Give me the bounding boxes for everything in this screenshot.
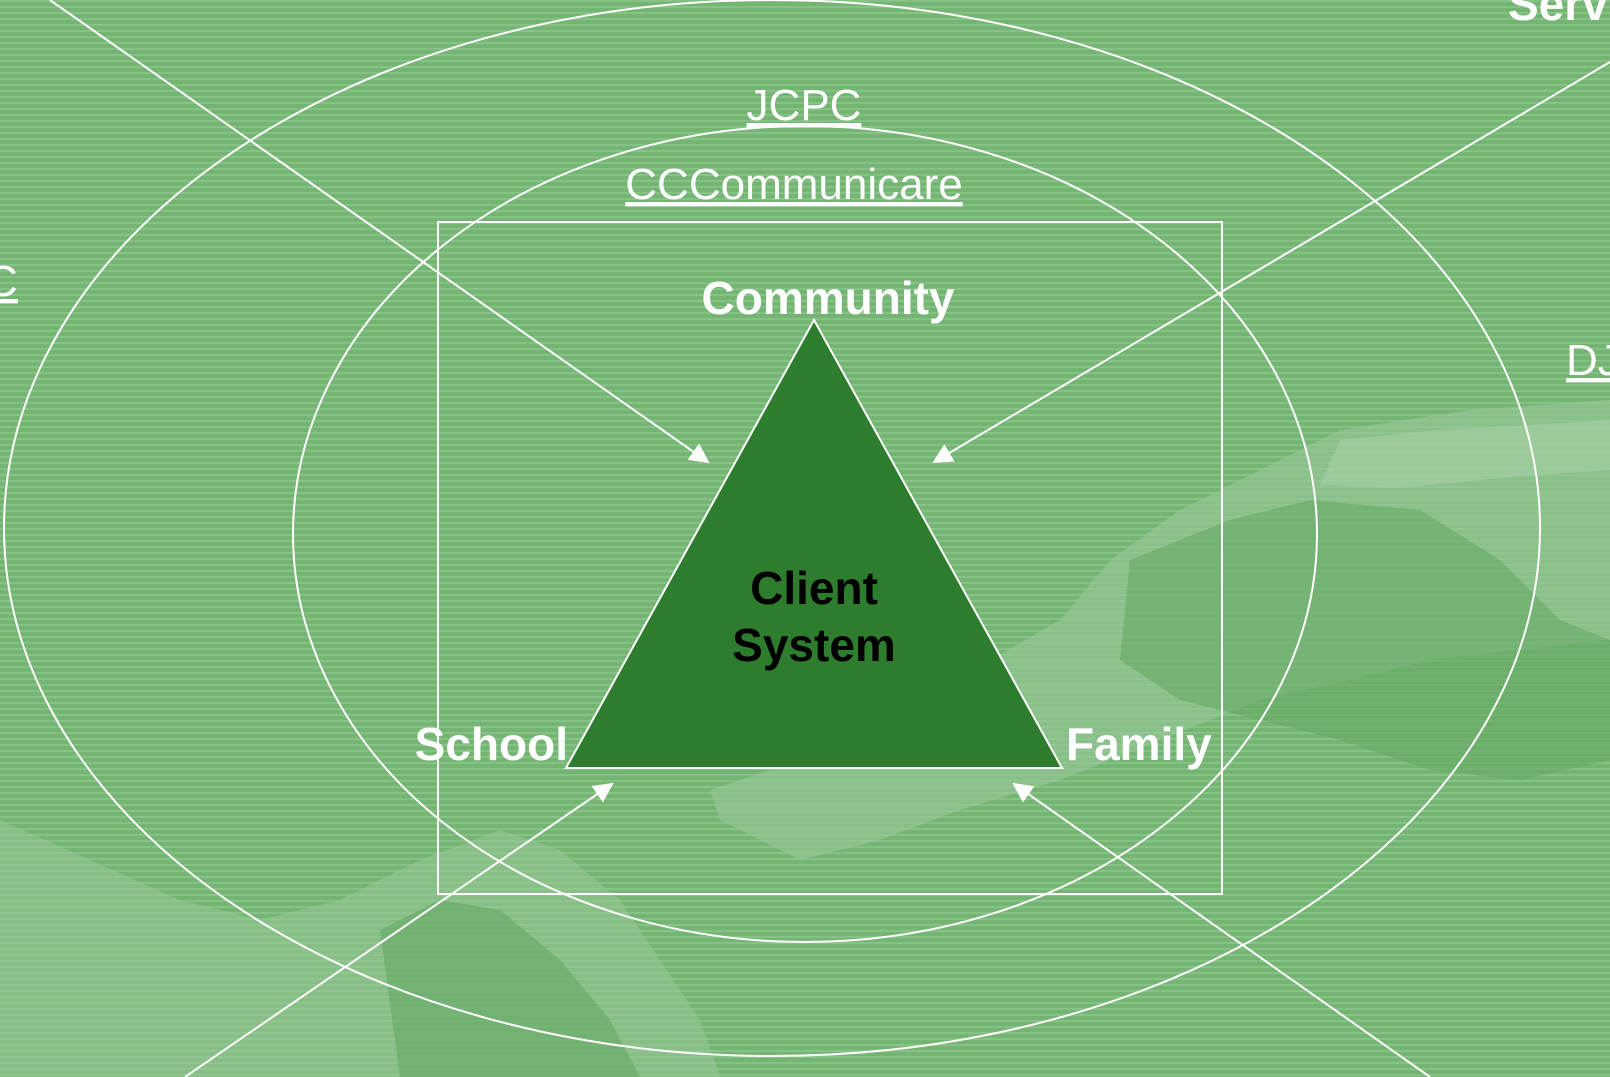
inner-ring (292, 125, 1318, 943)
vertex-label-school: School (415, 718, 568, 770)
top-right-partial-label: Serv (1508, 0, 1608, 30)
hand-left-shadow (380, 900, 640, 1077)
outer-ring (3, 0, 1541, 1057)
arrow-bottom-left (184, 782, 614, 1077)
hand-right-shadow (1120, 500, 1610, 780)
arrow-top-left (49, 0, 710, 464)
vertex-label-family: Family (1066, 718, 1212, 770)
hand-right-fingers (1320, 420, 1610, 488)
vertex-label-community: Community (702, 272, 955, 324)
center-label-line1: Client (750, 562, 878, 614)
arrow-top-right (932, 61, 1610, 464)
outer-ring-link[interactable]: JCPC (747, 81, 862, 130)
left-edge-partial-link[interactable]: C (0, 257, 18, 306)
client-system-triangle (564, 317, 1064, 769)
center-label-line2: System (732, 619, 896, 671)
arrow-bottom-right (1012, 782, 1431, 1077)
inner-ring-link[interactable]: CCCommunicare (625, 160, 962, 209)
right-edge-partial-link[interactable]: DJ (1566, 336, 1610, 385)
inner-square (437, 221, 1223, 895)
